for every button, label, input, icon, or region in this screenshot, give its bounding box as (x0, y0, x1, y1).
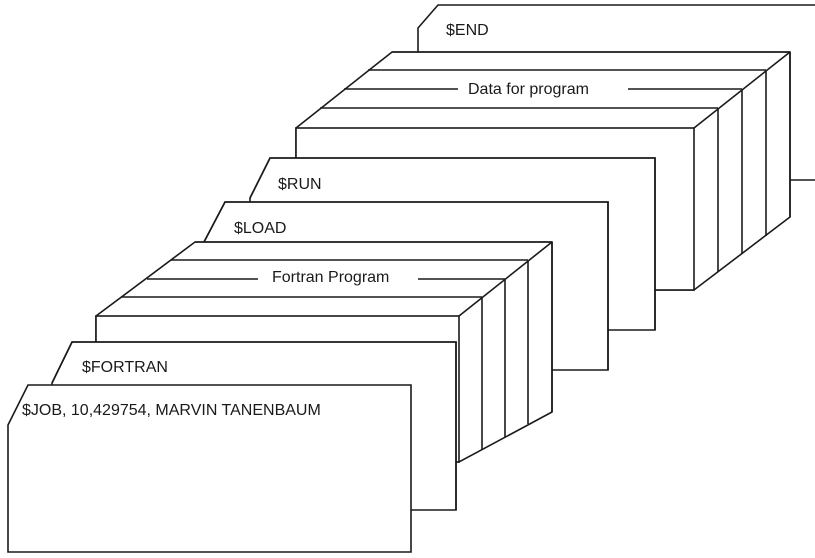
end-card-label: $END (446, 22, 489, 39)
run-card-label: $RUN (278, 176, 322, 193)
load-card-label: $LOAD (234, 220, 286, 237)
end-card: $END (417, 4, 815, 181)
program-deck-label: Fortran Program (272, 269, 389, 286)
fortran-card-label: $FORTRAN (82, 359, 168, 376)
program-deck-label-gap (266, 268, 396, 287)
job-card-label: $JOB, 10,429754, MARVIN TANENBAUM (22, 402, 321, 419)
data-deck-label: Data for program (468, 81, 589, 98)
job-card: $JOB, 10,429754, MARVIN TANENBAUM (7, 384, 412, 553)
data-deck-label-gap (462, 80, 595, 99)
